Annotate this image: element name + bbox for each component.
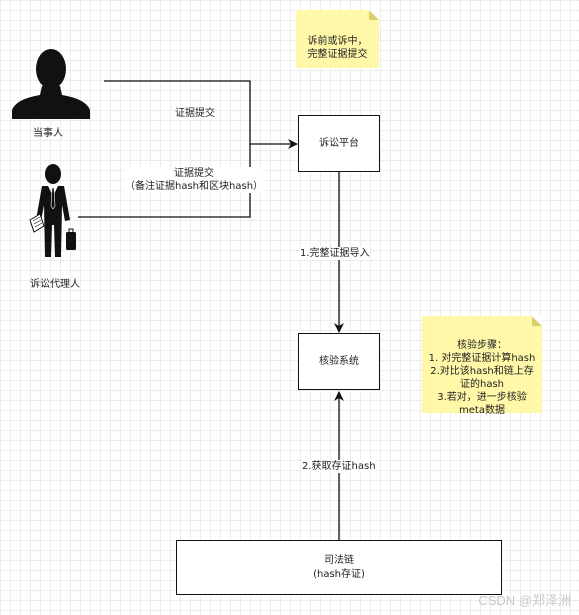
note-steps-fold <box>532 316 542 326</box>
chain-node: 司法链 (hash存证) <box>176 540 502 595</box>
note-steps: 核验步骤： 1. 对完整证据计算hash 2.对比该hash和链上存 证的has… <box>422 316 542 416</box>
lawyer-person-icon <box>29 164 76 257</box>
edge-label-agent-submit: 证据提交 （备注证据hash和区块hash） <box>125 167 264 193</box>
party-label: 当事人 <box>33 128 63 139</box>
note-steps-text: 核验步骤： 1. 对完整证据计算hash 2.对比该hash和链上存 证的has… <box>428 340 536 416</box>
verify-node: 核验系统 <box>298 333 380 390</box>
note-top: 诉前或诉中， 完整证据提交 <box>296 10 379 68</box>
edge-party-to-platform <box>104 80 298 149</box>
note-top-text: 诉前或诉中， 完整证据提交 <box>307 36 368 60</box>
platform-node: 诉讼平台 <box>298 115 380 172</box>
watermark: CSDN @郑泽洲 <box>478 593 571 608</box>
agent-label: 诉讼代理人 <box>30 279 80 290</box>
note-top-fold <box>369 10 379 20</box>
edge-label-party-submit: 证据提交 <box>175 107 215 120</box>
edge-label-fetch: 2.获取存证hash <box>302 460 376 473</box>
edge-label-import: 1.完整证据导入 <box>300 247 370 260</box>
party-person-icon <box>12 49 90 119</box>
